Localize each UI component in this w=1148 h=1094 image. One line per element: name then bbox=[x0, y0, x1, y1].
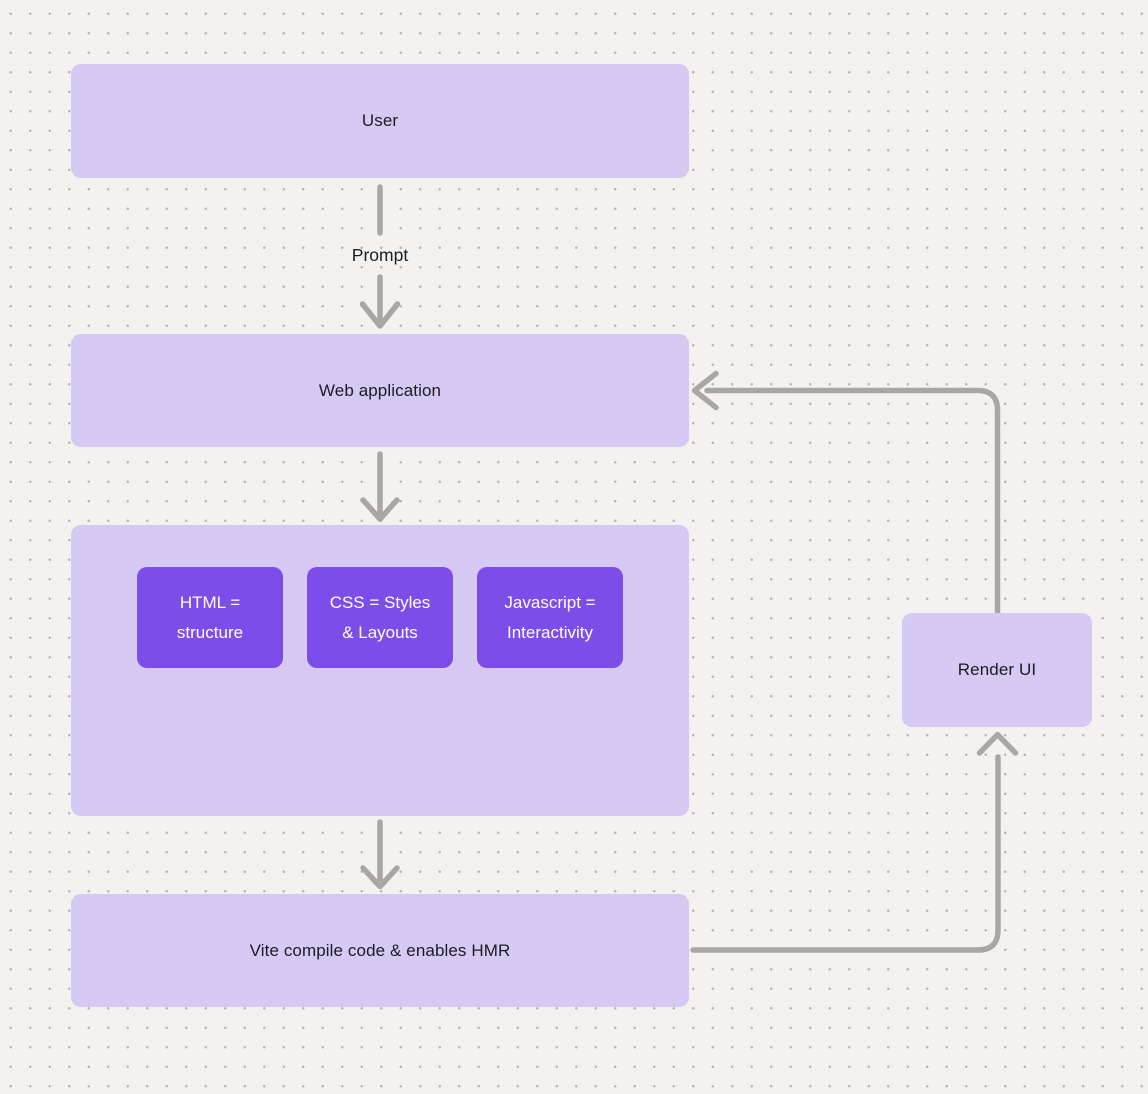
chip-javascript-label: Javascript = Interactivity bbox=[504, 592, 596, 642]
node-vite-label: Vite compile code & enables HMR bbox=[249, 940, 511, 960]
arrow-webapp-to-group-head bbox=[360, 497, 400, 522]
arrow-render-to-webapp-stem bbox=[704, 387, 1001, 616]
arrow-render-to-webapp-head bbox=[691, 370, 719, 411]
arrow-vite-to-render-stem bbox=[690, 754, 1001, 953]
node-vite: Vite compile code & enables HMR bbox=[71, 894, 689, 1007]
node-render-ui: Render UI bbox=[902, 613, 1092, 727]
edge-label-prompt: Prompt bbox=[351, 245, 409, 265]
chip-css: CSS = Styles & Layouts bbox=[307, 567, 453, 668]
chip-html-label: HTML = structure bbox=[176, 592, 244, 642]
arrow-prompt-to-webapp-head bbox=[359, 301, 401, 329]
chip-javascript: Javascript = Interactivity bbox=[477, 567, 623, 668]
node-web-application-label: Web application bbox=[318, 380, 442, 400]
node-user-label: User bbox=[361, 111, 399, 130]
node-user: User bbox=[71, 64, 689, 178]
node-render-ui-label: Render UI bbox=[957, 660, 1037, 679]
node-web-application: Web application bbox=[71, 334, 689, 447]
arrow-vite-to-render-head bbox=[976, 731, 1019, 756]
arrow-group-to-vite-head bbox=[360, 865, 400, 890]
chip-css-label: CSS = Styles & Layouts bbox=[329, 592, 431, 642]
chip-html: HTML = structure bbox=[137, 567, 283, 668]
